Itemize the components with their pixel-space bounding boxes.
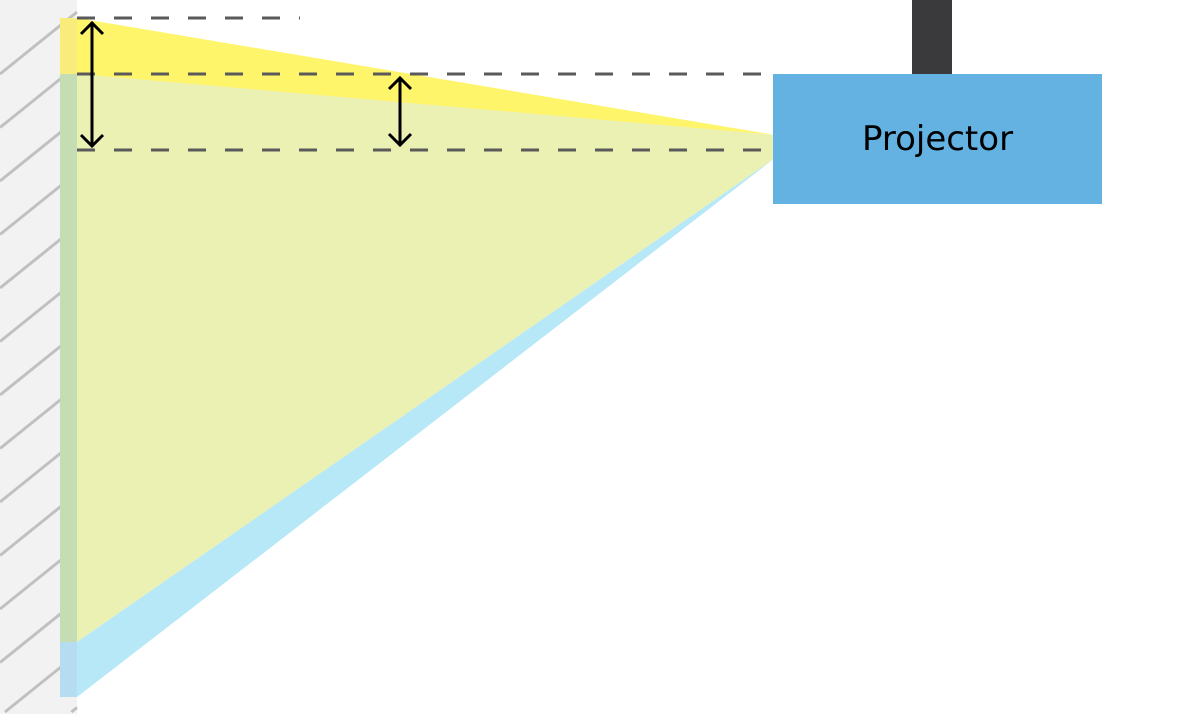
yellow-beam-only-region [77,18,775,135]
screen-strip-yellow [60,18,77,74]
hatch-line [70,706,78,714]
screen-strip-blue [60,642,77,697]
projector-body [773,74,1102,204]
offset-arrow-small [387,75,413,148]
offset-arrow-large [79,20,105,149]
overlap-beam-region [77,74,775,642]
projector-label: Projector [861,119,1014,159]
blue-beam-only-region [77,158,775,697]
ceiling-mount [912,0,952,74]
screen-strip-green [60,74,77,642]
